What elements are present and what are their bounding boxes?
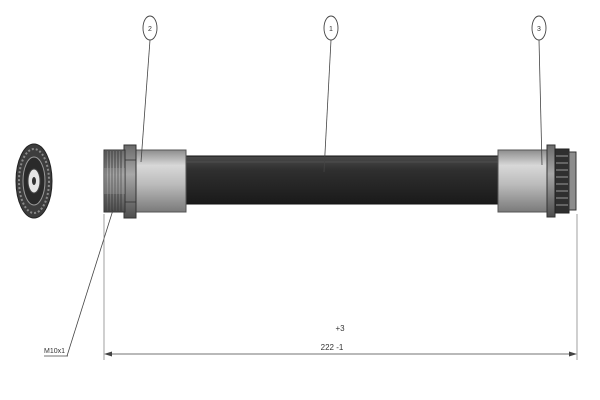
dimension-arrow-left <box>104 351 112 357</box>
callout-balloon-2: 2 <box>142 15 158 41</box>
svg-text:3: 3 <box>537 26 541 33</box>
callout-leaders <box>140 39 543 173</box>
callout-balloon-1: 1 <box>323 15 339 41</box>
end-view-fitting <box>15 143 53 219</box>
leader-1 <box>323 39 332 173</box>
thread-callout: M10x1 <box>44 209 114 357</box>
dimension-value: 222 -1 <box>321 343 344 352</box>
leader-3 <box>538 39 543 166</box>
hose-body <box>182 155 502 205</box>
svg-text:2: 2 <box>148 26 152 33</box>
svg-text:1: 1 <box>329 26 333 33</box>
length-dimension: +3 222 -1 <box>103 214 578 360</box>
leader-2 <box>140 39 151 163</box>
fitting-right <box>497 144 577 218</box>
dimension-tolerance: +3 <box>335 324 345 333</box>
fitting-left <box>103 144 187 219</box>
dimension-arrow-right <box>569 351 577 357</box>
thread-label: M10x1 <box>44 348 65 355</box>
callout-balloon-3: 3 <box>531 15 547 41</box>
